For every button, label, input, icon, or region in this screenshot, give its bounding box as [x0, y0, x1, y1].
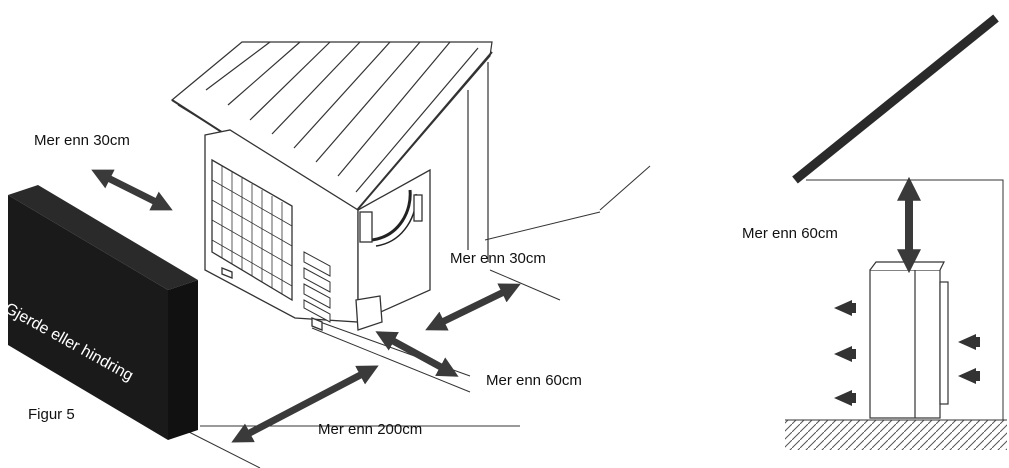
arrow-front-200: [231, 365, 379, 443]
side-roof: [792, 14, 999, 184]
figure-caption: Figur 5: [28, 406, 75, 423]
label-clearance-side: Mer enn 30cm: [450, 250, 546, 267]
arrow-side-30: [425, 283, 521, 331]
roof: [170, 41, 493, 262]
outdoor-unit: [204, 129, 431, 331]
label-clearance-back: Mer enn 30cm: [34, 132, 130, 149]
airflow-arrows: [834, 300, 980, 406]
label-clearance-front-60: Mer enn 60cm: [486, 372, 582, 389]
label-clearance-front-200: Mer enn 200cm: [318, 421, 423, 438]
label-clearance-top: Mer enn 60cm: [742, 225, 838, 242]
arrow-front-60: [375, 331, 459, 377]
clearance-arrows: [91, 169, 521, 443]
arrow-back-30: [91, 169, 173, 211]
fence-obstacle: [8, 185, 198, 440]
side-view: [785, 14, 1007, 450]
